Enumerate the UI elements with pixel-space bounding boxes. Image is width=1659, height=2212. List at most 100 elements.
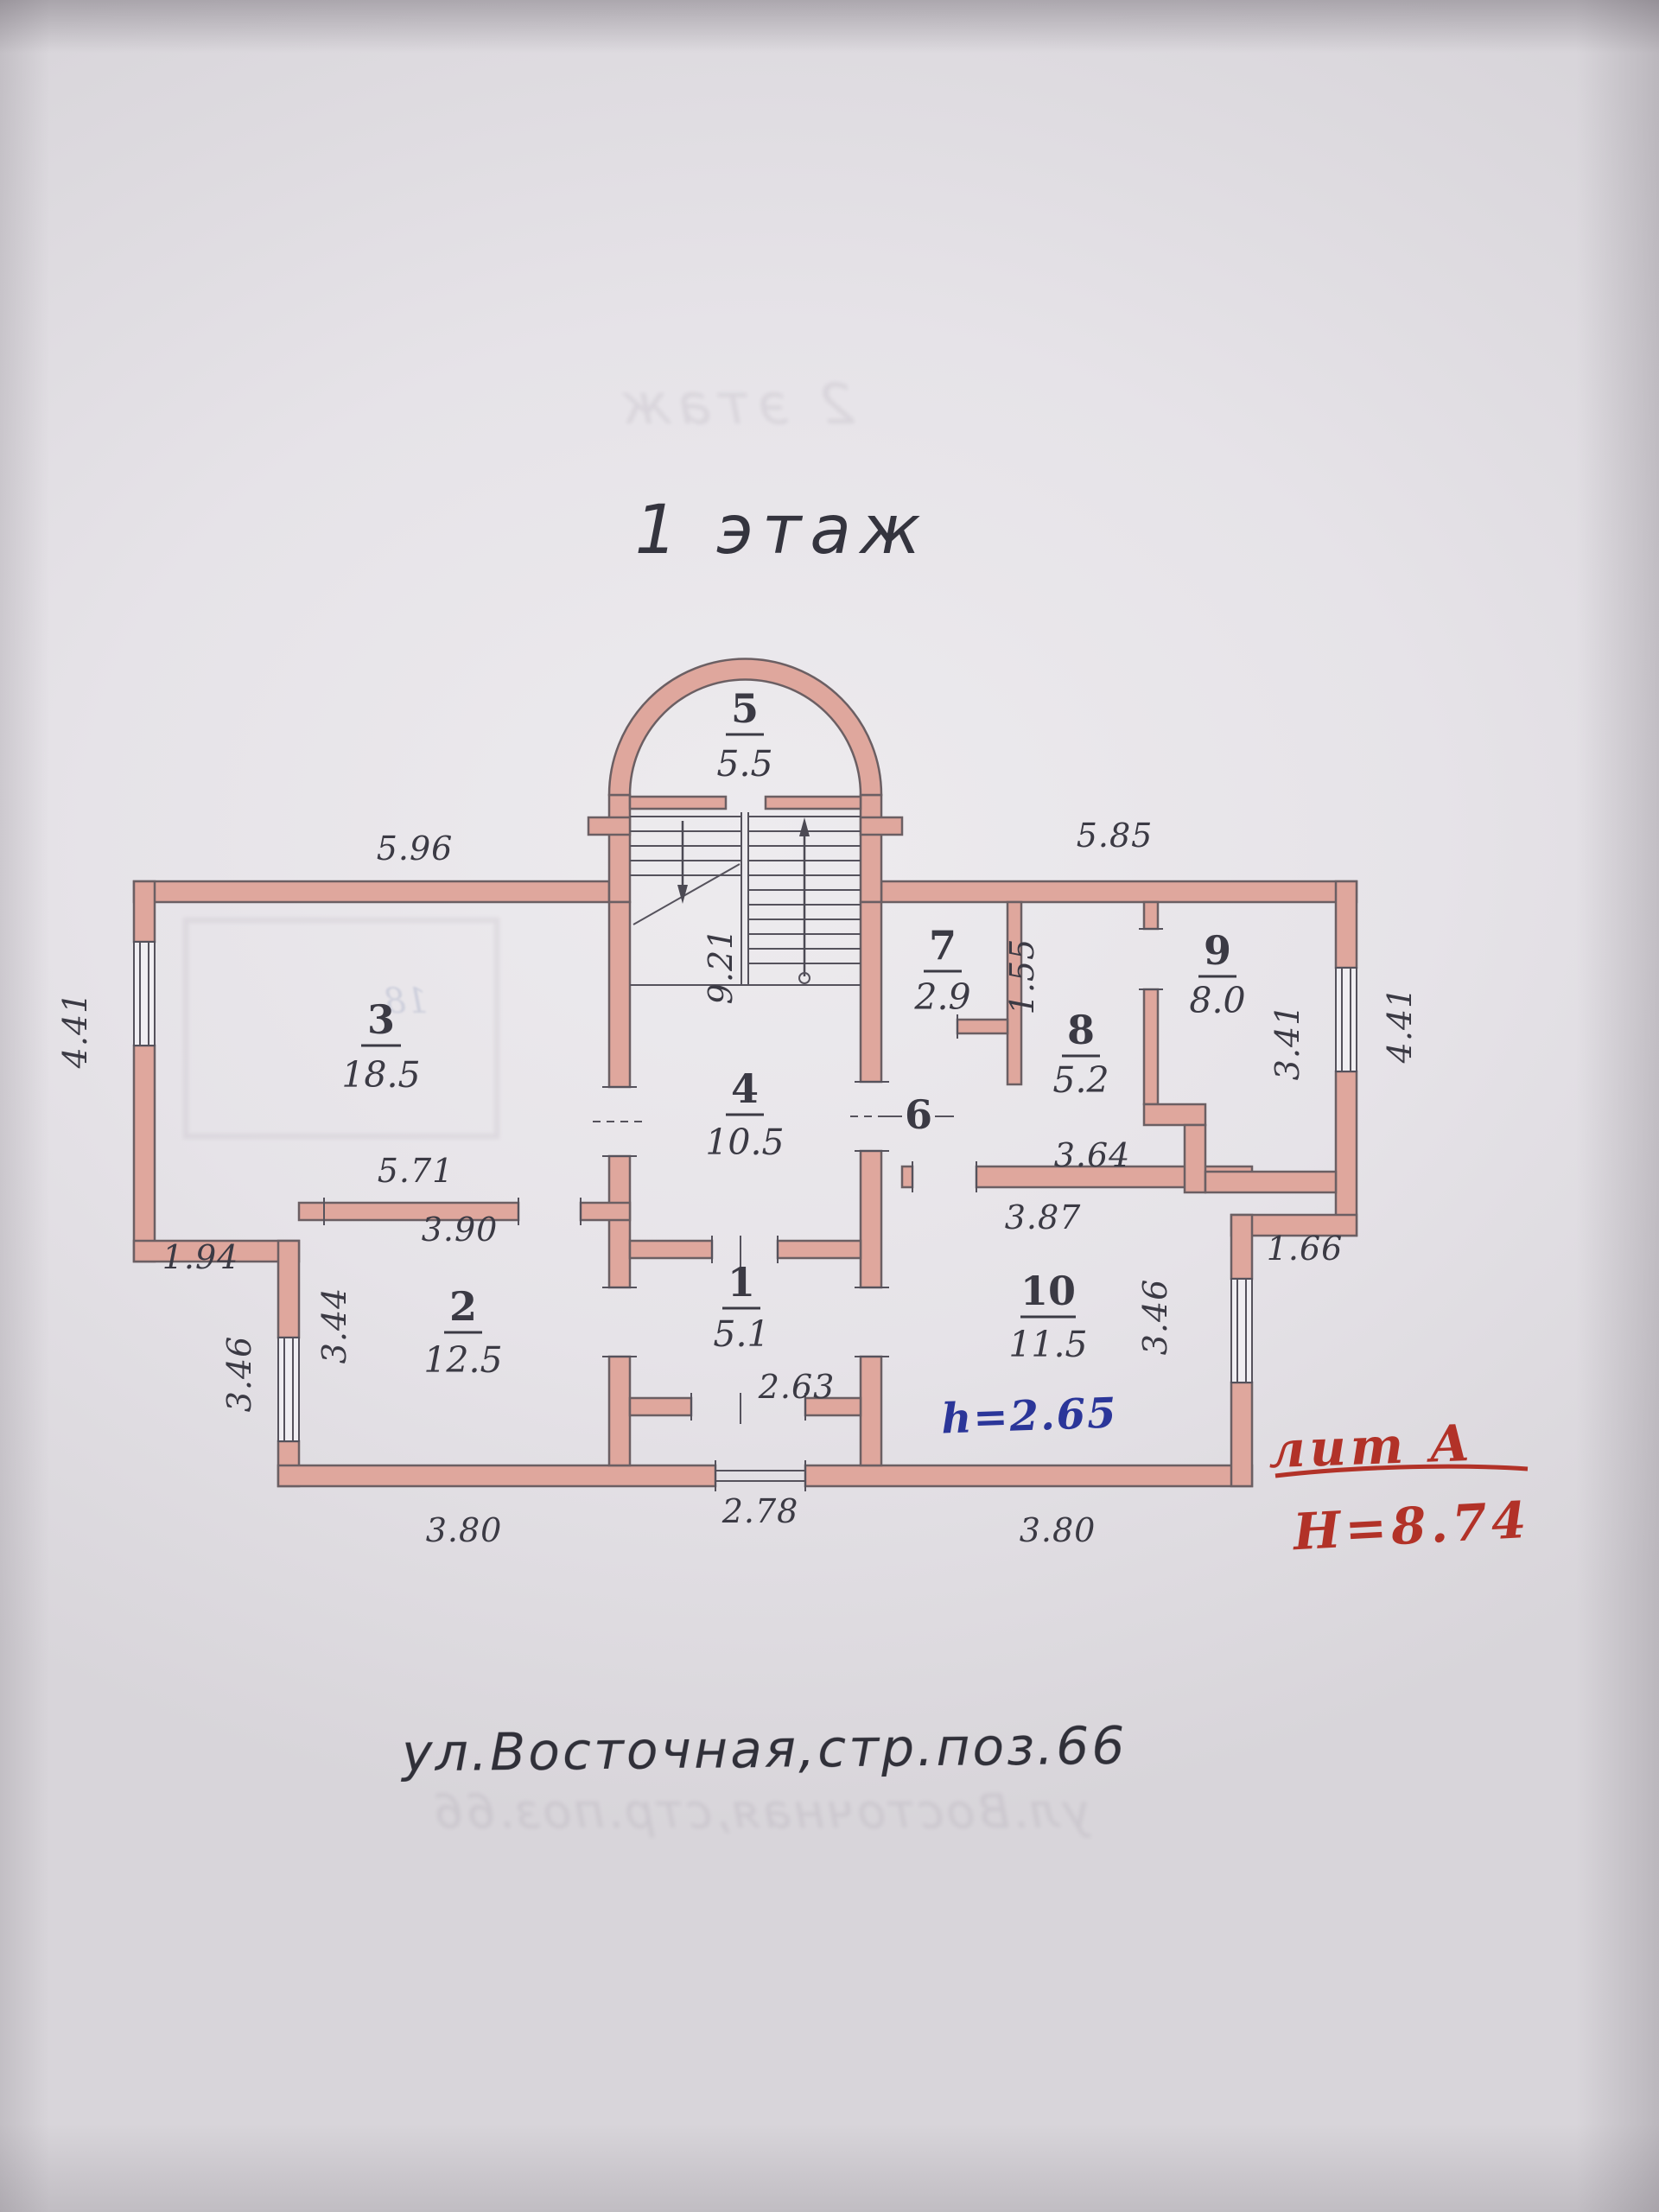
room-1-area: 5.1 (713, 1313, 769, 1355)
walls-rect-part (859, 793, 883, 904)
windows-rect-part (1230, 1278, 1253, 1383)
dim-room8-width: 3.64 (1054, 1136, 1131, 1174)
room-5-number: 5 (731, 685, 759, 732)
walls-rect-part (132, 880, 611, 904)
dim-right-height: 4.41 (1381, 987, 1419, 1065)
room-labels: 5 5.5 3 18.5 4 10.5 7 2.9 8 5.2 9 8.0 6 … (341, 685, 1245, 1381)
dim-top-left-width: 5.96 (377, 830, 454, 868)
windows (133, 941, 1357, 1442)
room-1-number: 1 (728, 1259, 755, 1306)
stairs-line-part (632, 863, 741, 925)
stairs (630, 812, 861, 986)
dim-room7-depth: 1.55 (1003, 938, 1041, 1015)
walls-rect-part (607, 1154, 632, 1289)
dim-room2-width: 3.90 (422, 1211, 499, 1249)
walls-rect-part (628, 1396, 693, 1417)
walls-rect-part (859, 900, 883, 1084)
building-height-annotation: Н=8.74 (1290, 1491, 1532, 1561)
room-2-number: 2 (449, 1283, 477, 1330)
room-4-number: 4 (731, 1065, 759, 1112)
dim-bottom-right: 3.80 (1020, 1511, 1096, 1549)
dim-bottom-left: 3.80 (426, 1511, 503, 1549)
walls-rect-part (607, 1355, 632, 1467)
walls-rect-part (1142, 1103, 1207, 1127)
walls-rect-part (587, 816, 632, 836)
dim-room3-width: 5.71 (378, 1152, 454, 1190)
dim-left-step: 1.94 (162, 1238, 239, 1276)
ghost-plan-outline (183, 918, 499, 1139)
room-10-area: 11.5 (1008, 1324, 1087, 1365)
room-3-number: 3 (367, 996, 395, 1043)
walls-rect-part (764, 795, 862, 810)
walls-rect-part (276, 1239, 301, 1339)
ghost-address: ул.Восточная,стр.поз.66 (431, 1784, 1091, 1839)
ghost-floor2-title: 2 этаж (614, 373, 855, 437)
windows-rect-part (1335, 967, 1357, 1072)
walls-rect-part (776, 1239, 862, 1260)
red-underline (1274, 1464, 1529, 1478)
dimension-labels: 5.96 5.85 4.41 4.41 9.21 1.55 3.41 5.71 … (56, 817, 1419, 1549)
room-10-number: 10 (1020, 1268, 1076, 1314)
walls-rect-part (132, 1044, 156, 1263)
walls-rect-part (276, 1464, 717, 1488)
address-caption: ул.Восточная,стр.поз.66 (400, 1716, 1128, 1784)
bleedthrough-ghosts: 2 этаж ул.Восточная,стр.поз.66 (183, 373, 1091, 1839)
ceiling-height-annotation: h=2.65 (941, 1389, 1119, 1443)
windows-rect-part (277, 1337, 300, 1442)
walls-rect-part (1230, 1213, 1254, 1281)
dim-vestibule-width: 2.63 (758, 1368, 836, 1406)
dim-left-lower-height: 3.46 (220, 1336, 258, 1413)
ghost-number-18: 18 (385, 982, 429, 1021)
walls-rect-part (628, 795, 728, 810)
room-5-area: 5.5 (716, 743, 772, 785)
walls-rect-part (1204, 1170, 1338, 1194)
walls-rect-part (628, 1239, 714, 1260)
room-7-number: 7 (929, 922, 957, 969)
dim-right-step: 1.66 (1267, 1230, 1344, 1268)
walls-rect-part (859, 816, 904, 836)
dim-left-height: 4.41 (56, 992, 94, 1070)
dim-bottom-center: 2.78 (721, 1492, 799, 1530)
walls-rect-part (607, 900, 632, 1089)
stair-up-arrowhead (799, 817, 810, 836)
walls-rect-part (1183, 1123, 1207, 1194)
walls-rect-part (607, 793, 632, 904)
walls-rect-part (804, 1464, 1254, 1488)
dim-top-right-width: 5.85 (1077, 817, 1154, 855)
room-9-area: 8.0 (1189, 980, 1245, 1021)
walls-path-part (607, 658, 883, 797)
walls-rect-part (859, 1355, 883, 1467)
walls-rect-part (1006, 900, 1023, 1086)
room-8-area: 5.2 (1052, 1059, 1109, 1101)
room-8-number: 8 (1067, 1007, 1095, 1053)
dim-room10-depth: 3.46 (1136, 1279, 1174, 1356)
walls-rect-part (132, 880, 156, 944)
dim-room2-depth: 3.44 (315, 1287, 353, 1364)
door-marks (323, 928, 1163, 1491)
room-3-area: 18.5 (341, 1054, 420, 1096)
walls-rect-part (1142, 988, 1160, 1106)
walls-rect-part (859, 1149, 883, 1289)
annotations: h=2.65 лит А Н=8.74 (941, 1389, 1532, 1561)
walls-rect-part (956, 1018, 1009, 1035)
walls-rect-part (579, 1201, 632, 1222)
room-2-area: 12.5 (423, 1339, 502, 1381)
walls-rect-part (880, 880, 1358, 904)
room-4-area: 10.5 (705, 1122, 784, 1163)
stair-down-arrowhead (677, 885, 688, 904)
dim-room9-depth: 3.41 (1268, 1004, 1306, 1081)
room-6-number: 6 (905, 1091, 932, 1138)
walls-rect-part (1142, 900, 1160, 931)
windows-rect-part (133, 941, 156, 1046)
dim-stairhall-depth: 9.21 (702, 928, 740, 1005)
stairs-circle-part (798, 972, 810, 984)
walls-rect-part (1334, 1070, 1358, 1237)
room-7-area: 2.9 (913, 976, 970, 1018)
walls-rect-part (1230, 1381, 1254, 1488)
walls-rect-part (1334, 880, 1358, 969)
room-9-number: 9 (1204, 927, 1231, 974)
dim-room10-width: 3.87 (1005, 1198, 1082, 1236)
walls (132, 658, 1358, 1488)
